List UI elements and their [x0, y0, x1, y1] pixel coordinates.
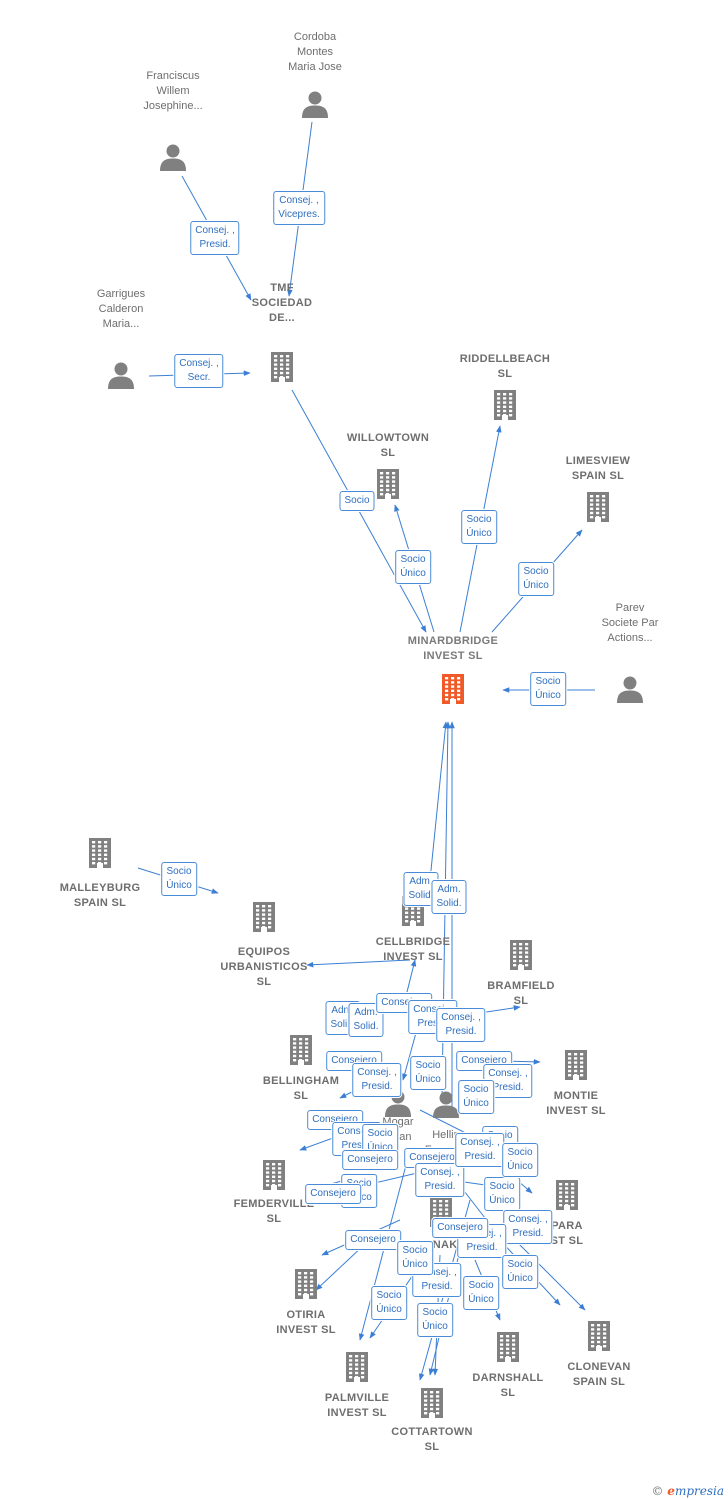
edge-label-7[interactable]: Socio Único: [530, 672, 566, 706]
edge-label-42[interactable]: Consejero: [342, 1150, 398, 1170]
edge-label-21[interactable]: Socio Único: [458, 1080, 494, 1114]
person-icon-franciscus[interactable]: [160, 144, 186, 172]
node-label-willowtown[interactable]: WILLOWTOWN SL: [346, 432, 430, 459]
edge-line-10: [427, 721, 449, 901]
node-label-darnshall[interactable]: DARNSHALL SL: [472, 1372, 544, 1399]
node-label-parev[interactable]: Parev Societe Par Actions...: [601, 602, 659, 644]
edge-label-4[interactable]: Socio Único: [395, 550, 431, 584]
edge-label-39[interactable]: Socio Único: [502, 1255, 538, 1289]
building-icon-bramfield[interactable]: [510, 940, 532, 970]
node-label-minardbridge[interactable]: MINARDBRIDGE INVEST SL: [407, 635, 499, 662]
edge-label-17[interactable]: Consej. , Presid.: [352, 1063, 402, 1097]
node-label-limesview[interactable]: LIMESVIEW SPAIN SL: [565, 455, 631, 482]
node-label-malleyburg[interactable]: MALLEYBURG SPAIN SL: [59, 882, 141, 909]
node-label-bellingham[interactable]: BELLINGHAM SL: [262, 1075, 340, 1102]
edge-label-37[interactable]: Socio Único: [417, 1303, 453, 1337]
edge-label-34[interactable]: Socio Único: [371, 1286, 407, 1320]
edge-line-12: [306, 959, 411, 968]
building-icon-cottartown[interactable]: [421, 1388, 443, 1418]
building-icon-bellingham[interactable]: [290, 1035, 312, 1065]
building-icon-tmf[interactable]: [271, 352, 293, 382]
person-icon-parev[interactable]: [617, 676, 643, 704]
building-icon-darnshall[interactable]: [497, 1332, 519, 1362]
node-label-otiria[interactable]: OTIRIA INVEST SL: [276, 1309, 336, 1336]
building-icon-para[interactable]: [556, 1180, 578, 1210]
building-icon-otiria[interactable]: [295, 1269, 317, 1299]
edge-label-31[interactable]: Consej. , Presid.: [503, 1210, 553, 1244]
building-icon-malleyburg[interactable]: [89, 838, 111, 868]
person-icon-cordoba[interactable]: [302, 91, 328, 119]
building-icon-clonevan[interactable]: [588, 1321, 610, 1351]
node-label-equipos[interactable]: EQUIPOS URBANISTICOS SL: [220, 946, 308, 988]
node-label-riddellbeach[interactable]: RIDDELLBEACH SL: [459, 353, 551, 380]
building-icon-equipos[interactable]: [253, 902, 275, 932]
edge-label-18[interactable]: Socio Único: [410, 1056, 446, 1090]
node-label-bramfield[interactable]: BRAMFIELD SL: [487, 980, 555, 1007]
node-label-cottartown[interactable]: COTTARTOWN SL: [391, 1426, 473, 1453]
edge-label-29[interactable]: Socio Único: [484, 1177, 520, 1211]
building-icon-montie[interactable]: [565, 1050, 587, 1080]
person-icon-garrigues[interactable]: [108, 362, 134, 390]
building-icon-femderville[interactable]: [263, 1160, 285, 1190]
edge-label-8[interactable]: Socio Único: [161, 862, 197, 896]
edge-label-38[interactable]: Socio Único: [463, 1276, 499, 1310]
node-label-cordoba[interactable]: Cordoba Montes Maria Jose: [288, 31, 342, 73]
building-icon-riddellbeach[interactable]: [494, 390, 516, 420]
edge-label-6[interactable]: Socio Único: [518, 562, 554, 596]
edge-label-43[interactable]: Socio Único: [502, 1143, 538, 1177]
edge-label-3[interactable]: Socio: [339, 491, 375, 511]
brand-logo[interactable]: empresia: [667, 1484, 724, 1498]
node-label-femderville[interactable]: FEMDERVILLE SL: [233, 1198, 315, 1225]
edge-label-10[interactable]: Adm. Solid.: [431, 880, 467, 914]
building-icon-limesview[interactable]: [587, 492, 609, 522]
node-label-tmf[interactable]: TMF SOCIEDAD DE...: [251, 282, 313, 324]
brand-footer: © empresia: [651, 1484, 724, 1498]
edge-label-1[interactable]: Consej. , Presid.: [190, 221, 240, 255]
edge-label-35[interactable]: Consejero: [345, 1230, 401, 1250]
building-icon-minardbridge[interactable]: [442, 674, 464, 704]
node-label-montie[interactable]: MONTIE INVEST SL: [546, 1090, 606, 1117]
building-icon-palmville[interactable]: [346, 1352, 368, 1382]
edge-label-33[interactable]: Consejero: [432, 1218, 488, 1238]
edge-label-5[interactable]: Socio Único: [461, 510, 497, 544]
edge-label-15[interactable]: Consej. , Presid.: [436, 1008, 486, 1042]
node-label-garrigues[interactable]: Garrigues Calderon Maria...: [96, 288, 146, 330]
copyright-mark: ©: [651, 1484, 664, 1498]
edge-label-41[interactable]: Consej. , Presid.: [455, 1133, 505, 1167]
node-label-clonevan[interactable]: CLONEVAN SPAIN SL: [567, 1361, 631, 1388]
edge-label-0[interactable]: Consej. , Vicepres.: [273, 191, 325, 225]
edge-label-27[interactable]: Consej. , Presid.: [415, 1163, 465, 1197]
edge-label-2[interactable]: Consej. , Secr.: [174, 354, 224, 388]
edge-line-3: [291, 389, 427, 633]
edge-label-40[interactable]: Socio Único: [397, 1241, 433, 1275]
node-label-cellbridge[interactable]: CELLBRIDGE INVEST SL: [375, 936, 451, 963]
node-label-para[interactable]: PARA ST SL: [550, 1220, 584, 1247]
building-icon-willowtown[interactable]: [377, 469, 399, 499]
edge-label-30[interactable]: Consejero: [305, 1184, 361, 1204]
node-label-franciscus[interactable]: Franciscus Willem Josephine...: [143, 70, 203, 112]
node-label-palmville[interactable]: PALMVILLE INVEST SL: [324, 1392, 390, 1419]
